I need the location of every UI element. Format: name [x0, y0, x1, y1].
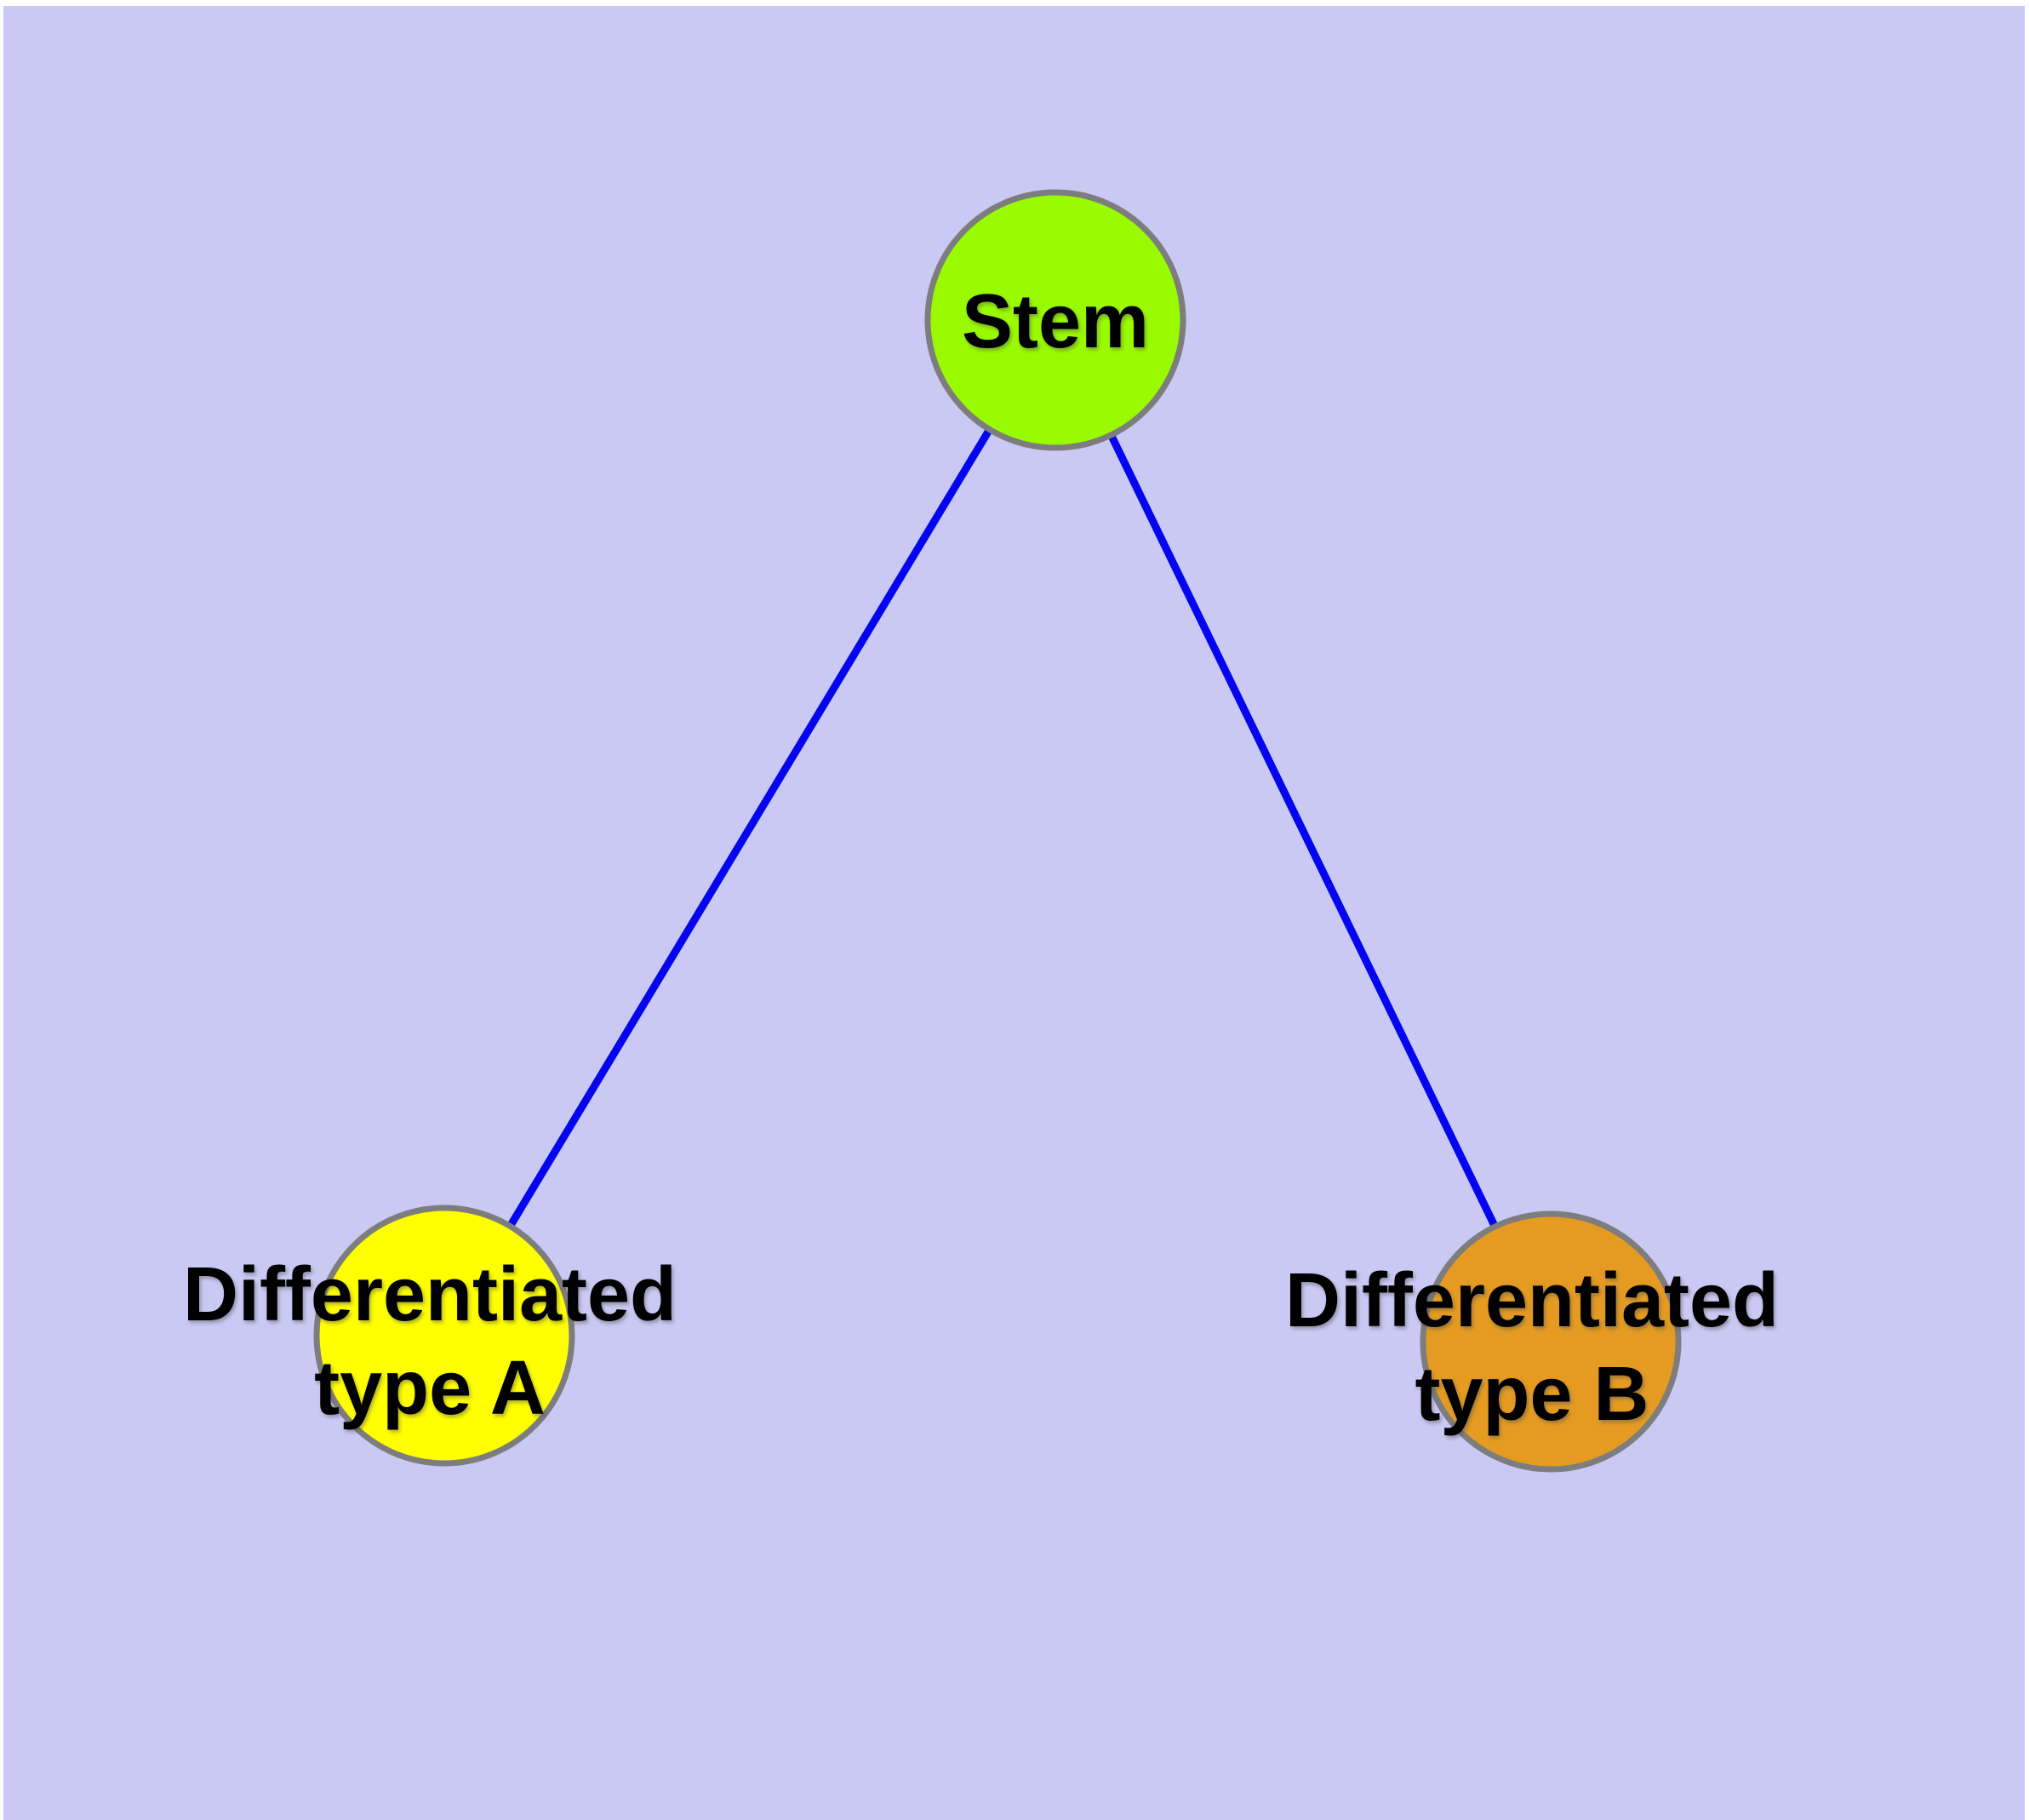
- node-type-a-label-line1: Differentiated: [183, 1252, 677, 1337]
- node-type-b-circle: [1420, 1210, 1682, 1473]
- node-type-a-circle: [313, 1205, 575, 1467]
- node-type-a: Differentiated type A: [183, 1205, 677, 1467]
- edge-stem-to-type-a: [441, 318, 1059, 1338]
- edge-layer: [441, 318, 1555, 1343]
- node-type-b-label-line1: Differentiated: [1285, 1258, 1779, 1343]
- node-stem-label: Stem: [962, 279, 1149, 364]
- node-type-b-label-line2: type B: [1415, 1352, 1649, 1437]
- node-stem-circle: [924, 189, 1186, 451]
- edge-stem-to-type-b: [1051, 318, 1555, 1343]
- node-stem: Stem: [924, 189, 1186, 451]
- node-type-a-label-line2: type A: [314, 1346, 546, 1431]
- node-type-b: Differentiated type B: [1285, 1210, 1779, 1473]
